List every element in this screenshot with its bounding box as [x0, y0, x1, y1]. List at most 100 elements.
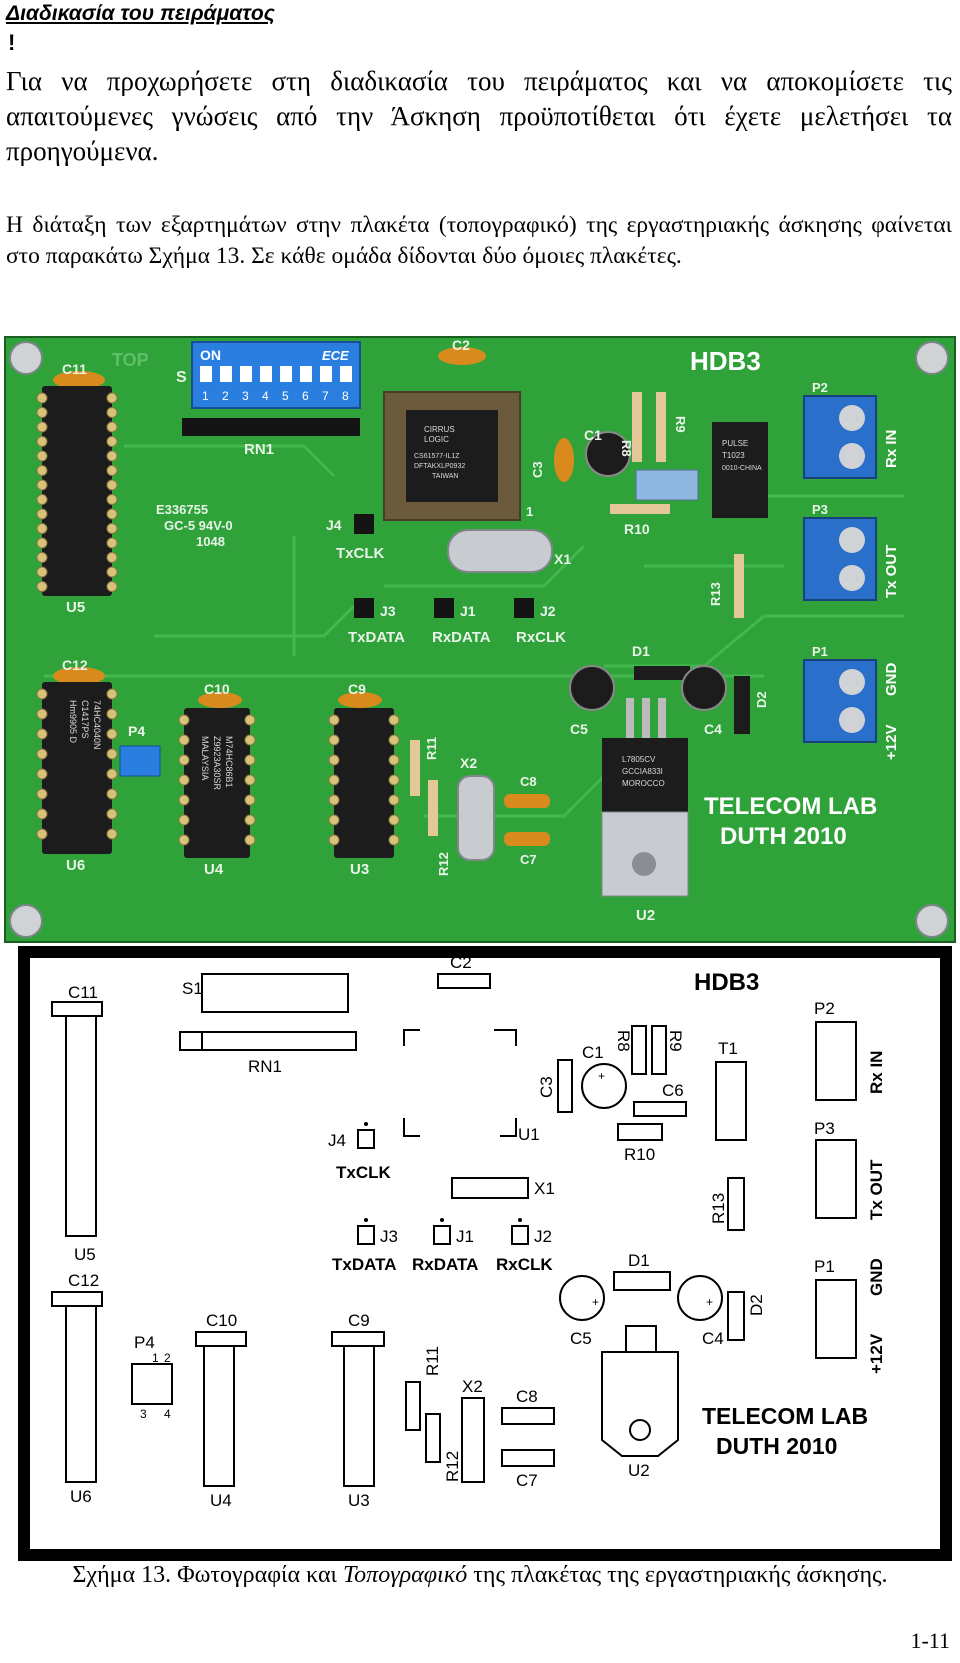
pcb-label-c11: C11 [62, 361, 87, 377]
layout-r9 [651, 1025, 667, 1075]
layout-label-r10: R10 [624, 1145, 655, 1164]
dip-switch-lever [320, 366, 332, 382]
layout-label-c10: C10 [206, 1311, 237, 1330]
pcb-label-d2: D2 [754, 691, 769, 708]
layout-label-c1: C1 [582, 1043, 604, 1062]
exclamation-mark: ! [8, 30, 16, 55]
resistor-r11-photo [410, 740, 420, 796]
mounting-screw-bottom-right [915, 904, 949, 938]
page-number: 1-11 [910, 1628, 950, 1653]
pcb-title-hdb3: HDB3 [690, 346, 761, 376]
ic-pin [388, 774, 400, 786]
layout-label-c8: C8 [516, 1387, 538, 1406]
chip-t1-part: T1023 [722, 451, 745, 460]
layout-c8 [501, 1407, 555, 1425]
jumper-j1-photo [434, 598, 454, 618]
pcb-label-x1: X1 [554, 551, 571, 567]
layout-title-hdb3: HDB3 [694, 969, 759, 996]
regulator-u2-photo [602, 738, 688, 812]
layout-p4-pin-3: 3 [140, 1407, 147, 1421]
ic-pin [36, 708, 48, 720]
pcb-marking-line-2: GC-5 94V-0 [164, 518, 233, 533]
pcb-label-u6: U6 [66, 857, 85, 874]
mounting-screw-top-left [9, 341, 43, 375]
layout-x1 [451, 1177, 529, 1199]
paragraph-intro: Για να προχωρήσετε στη διαδικασία του πε… [6, 66, 952, 166]
layout-label-rn1: RN1 [248, 1057, 282, 1076]
pcb-label-c9: C9 [348, 681, 366, 697]
layout-label-j1: J1 [456, 1227, 474, 1246]
ic-pin [244, 774, 256, 786]
layout-c4 [677, 1275, 723, 1321]
layout-label-t1: T1 [718, 1039, 738, 1058]
dip-switch-number: 4 [262, 389, 269, 403]
ic-pin [36, 728, 48, 740]
layout-label-r12: R12 [443, 1451, 462, 1482]
ic-pin [178, 754, 190, 766]
pcb-lab-line-1: TELECOM LAB [704, 793, 877, 820]
dip-switch-lever [260, 366, 272, 382]
layout-u1-corner-3 [403, 1118, 420, 1137]
layout-c1-plus: + [598, 1069, 605, 1083]
ic-pin [388, 714, 400, 726]
layout-label-u5: U5 [74, 1245, 96, 1264]
capacitor-c10-photo [198, 692, 242, 708]
capacitor-c12-photo [53, 667, 105, 685]
mounting-screw-top-right [915, 341, 949, 375]
layout-label-x1: X1 [534, 1179, 555, 1198]
layout-connector-gnd: GND [867, 1258, 886, 1296]
ic-pin [106, 688, 118, 700]
pcb-layout-diagram: C11 U5 S1 RN1 C2 U1 X1 J4 J3 J1 J2 C3 C1… [18, 946, 952, 1561]
ic-pin [328, 834, 340, 846]
ic-pin [36, 407, 48, 418]
layout-label-p1: P1 [814, 1257, 835, 1276]
pcb-label-s: S [176, 369, 187, 386]
pcb-label-c3: C3 [530, 461, 545, 478]
pcb-label-r12: R12 [436, 852, 451, 876]
ic-pin [328, 734, 340, 746]
ic-pin [178, 714, 190, 726]
layout-label-p4: P4 [134, 1333, 155, 1352]
pcb-label-r10: R10 [624, 521, 650, 537]
chip-u6-part: 74HC4040N [92, 700, 102, 750]
ic-pin [106, 479, 118, 491]
layout-x2 [461, 1397, 485, 1483]
ic-pin [36, 523, 48, 534]
ic-pin [36, 436, 48, 447]
chip-u2-origin: MOROCCO [622, 779, 665, 788]
layout-c5-plus: + [592, 1295, 599, 1309]
layout-label-j2: J2 [534, 1227, 552, 1246]
dip-switch-lever [280, 366, 292, 382]
layout-label-u1: U1 [518, 1125, 540, 1144]
pcb-label-c10: C10 [204, 681, 230, 697]
chip-u1-brand: CIRRUS [424, 425, 455, 434]
ic-pin [36, 828, 48, 840]
pcb-label-c12: C12 [62, 657, 88, 673]
caption-suffix: της πλακέτας της εργαστηριακής άσκησης. [467, 1562, 888, 1588]
chip-u6-lot: C1417PS [80, 700, 90, 739]
ic-pin [244, 814, 256, 826]
ic-pin [36, 508, 48, 520]
layout-label-x2: X2 [462, 1377, 483, 1396]
layout-label-j3: J3 [380, 1227, 398, 1246]
layout-p4-pin-1: 1 [152, 1351, 159, 1365]
pcb-probe-txdata: TxDATA [348, 629, 405, 646]
ic-pin [36, 537, 48, 549]
ic-pin [388, 734, 400, 746]
ic-pin [36, 392, 48, 404]
chip-u5-photo [42, 386, 112, 596]
ic-pin [36, 450, 48, 462]
layout-lab-line-2: DUTH 2010 [716, 1433, 837, 1459]
jumper-p4-photo [119, 745, 161, 777]
ic-pin [36, 552, 48, 563]
ic-pin [106, 392, 118, 404]
pcb-label-r13: R13 [708, 582, 723, 606]
resistor-r10-photo [610, 504, 670, 514]
ic-pin [36, 479, 48, 491]
capacitor-c3-photo [554, 438, 574, 482]
ic-pin [106, 436, 118, 447]
pcb-label-j4: J4 [326, 517, 342, 533]
layout-r12 [425, 1413, 441, 1463]
layout-j2 [511, 1225, 529, 1245]
